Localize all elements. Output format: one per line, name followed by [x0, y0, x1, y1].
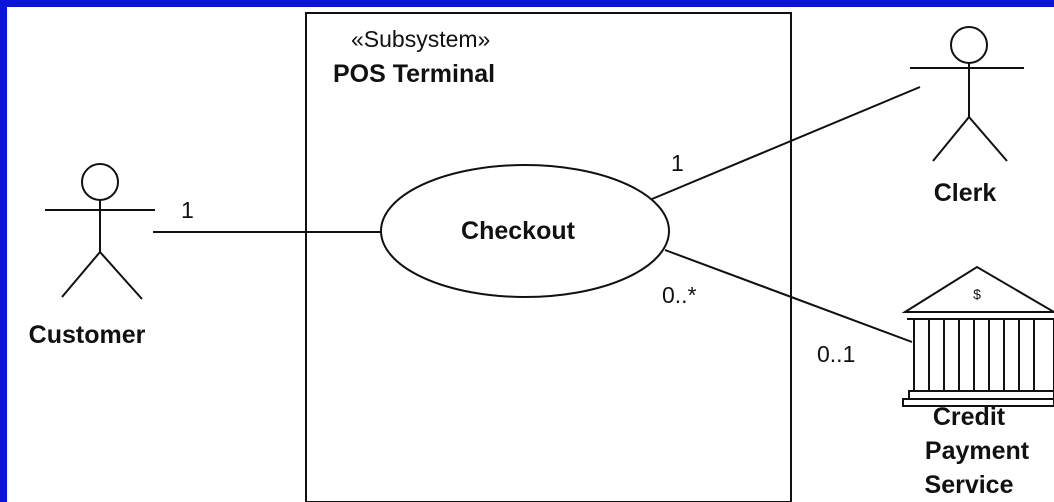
- subsystem-name: POS Terminal: [333, 60, 495, 88]
- actor-customer-label: Customer: [29, 321, 146, 349]
- diagram-canvas: $ «Subsystem» POS Terminal Checkout Cust…: [7, 7, 1054, 502]
- actor-service-label-line3: Service: [925, 471, 1014, 499]
- actor-customer-icon: [45, 163, 155, 300]
- actor-clerk-icon: [910, 26, 1024, 162]
- multiplicity-service: 0..1: [817, 341, 855, 367]
- use-case-checkout: [380, 164, 670, 298]
- subsystem-boundary: [305, 12, 792, 502]
- bank-symbol: $: [973, 286, 981, 302]
- association-clerk-checkout: [651, 86, 921, 200]
- association-service-checkout: [664, 249, 913, 343]
- actor-service-label-line1: Credit: [933, 403, 1006, 431]
- use-case-diagram: $ «Subsystem» POS Terminal Checkout Cust…: [29, 12, 1054, 502]
- use-case-label: Checkout: [461, 217, 576, 245]
- multiplicity-clerk: 1: [671, 150, 684, 176]
- actor-service-label-line2: Payment: [925, 437, 1030, 465]
- multiplicity-checkout-service: 0..*: [662, 282, 697, 308]
- actor-clerk-label: Clerk: [934, 179, 997, 207]
- subsystem-stereotype: «Subsystem»: [351, 26, 490, 52]
- multiplicity-customer: 1: [181, 197, 194, 223]
- bank-icon: [901, 265, 1054, 407]
